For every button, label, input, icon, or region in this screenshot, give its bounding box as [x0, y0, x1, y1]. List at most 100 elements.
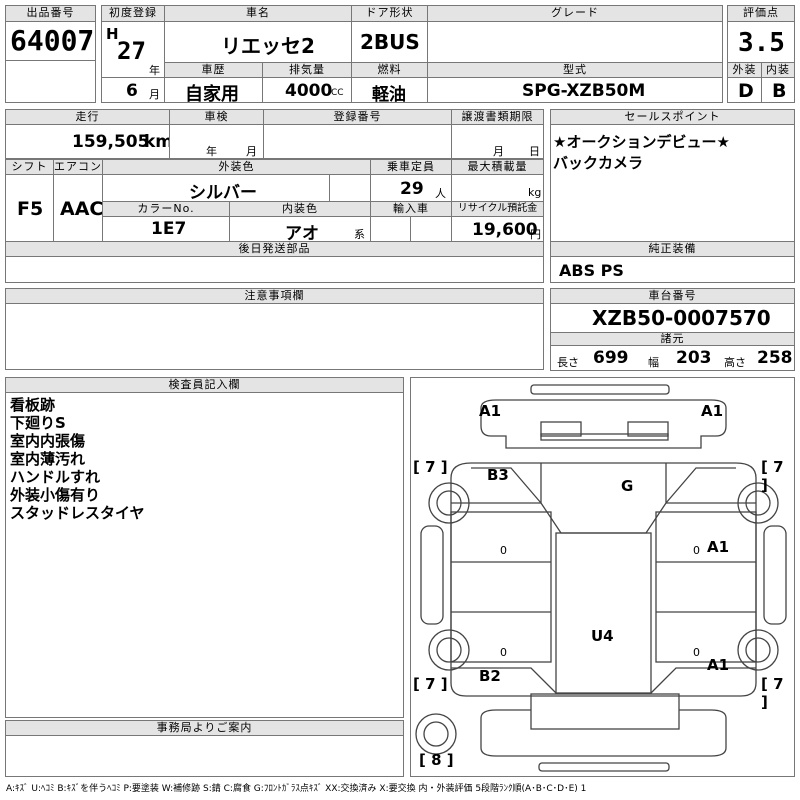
transfer-cell: 月 日 — [451, 124, 544, 159]
inspector-line: 外装小傷有り — [10, 486, 101, 504]
damage-mark: 0 — [500, 544, 507, 557]
max-load-unit: kg — [528, 186, 542, 199]
shift: F5 — [17, 198, 44, 220]
tire-tread-rear-right: [ 7 ] — [761, 675, 784, 711]
import-cell-a — [370, 216, 411, 242]
car-name-cell: リエッセ2 — [164, 21, 352, 63]
notes-header: 注意事項欄 — [5, 288, 544, 304]
int-color: アオ — [285, 224, 319, 242]
chassis-no: XZB50-0007570 — [592, 306, 771, 330]
damage-mark: U4 — [591, 627, 614, 645]
door: 2BUS — [360, 30, 420, 54]
grade-cell — [427, 21, 723, 63]
capacity: 29 — [400, 179, 424, 199]
reg-year: 27 — [117, 37, 146, 65]
bus-outline-icon — [415, 384, 787, 772]
damage-mark: A1 — [701, 402, 724, 420]
score: 3.5 — [738, 28, 785, 58]
length: 699 — [593, 348, 629, 368]
damage-mark: A1 — [707, 656, 730, 674]
inspector-line: 室内薄汚れ — [10, 450, 86, 468]
history: 自家用 — [185, 84, 239, 103]
damage-mark: 0 — [693, 544, 700, 557]
history-header: 車歴 — [164, 62, 263, 78]
inspector-cell: 看板跡 下廻りS 室内内張傷 室内薄汚れ ハンドルすれ 外装小傷有り スタッドレ… — [5, 392, 404, 718]
damage-mark: B3 — [487, 466, 509, 484]
lot-no-blank — [5, 60, 96, 103]
door-header: ドア形状 — [351, 5, 428, 22]
interior-grade: B — [772, 80, 787, 102]
ac-header: エアコン — [53, 159, 103, 175]
displacement-cell: 4000 CC — [262, 77, 352, 103]
color-no: 1E7 — [151, 219, 187, 239]
tire-tread-rear-left: [ 7 ] — [413, 675, 448, 693]
ac-cell: AAC — [53, 174, 103, 242]
ext-color-extra — [329, 174, 371, 202]
recycle-header: リサイクル預託金 — [451, 201, 544, 217]
import-header: 輸入車 — [370, 201, 452, 217]
inspector-line: 室内内張傷 — [10, 432, 86, 450]
tire-tread-front-right: [ 7 ] — [761, 458, 784, 494]
parts-header: 後日発送部品 — [5, 241, 544, 257]
mileage-cell: 159,505 km — [5, 124, 170, 159]
inspection-cell: 年 月 — [169, 124, 264, 159]
inspector-header: 検査員記入欄 — [5, 377, 404, 393]
door-cell: 2BUS — [351, 21, 428, 63]
mileage: 159,505 — [72, 132, 150, 152]
reg-month: 6 — [126, 81, 138, 101]
office-cell — [5, 735, 404, 777]
interior-header: 内装 — [761, 62, 795, 78]
damage-mark: 0 — [693, 646, 700, 659]
height: 258 — [757, 348, 793, 368]
inspector-line: 下廻りS — [10, 414, 66, 432]
color-no-header: カラーNo. — [102, 201, 230, 217]
ext-color: シルバー — [189, 183, 257, 202]
max-load-header: 最大積載量 — [451, 159, 544, 175]
capacity-unit: 人 — [435, 187, 446, 200]
first-reg-cell: H 27 年 — [101, 21, 165, 78]
exterior-grade: D — [738, 80, 754, 102]
vehicle-diagram: A1 A1 B3 G A1 U4 A1 B2 0 0 0 0 [ 7 ] [ 7… — [410, 377, 795, 777]
int-color-cell: アオ 系 — [229, 216, 371, 242]
first-reg-header: 初度登録 — [101, 5, 165, 22]
tire-tread-front-left: [ 7 ] — [413, 458, 448, 476]
sales-header: セールスポイント — [550, 109, 795, 125]
equipment-header: 純正装備 — [550, 241, 795, 257]
spare-tire-tread: [ 8 ] — [419, 751, 454, 769]
equipment-cell: ABS PS — [550, 256, 795, 283]
damage-mark: 0 — [500, 646, 507, 659]
lot-no-cell: 64007 — [5, 21, 96, 61]
transfer-day-unit: 日 — [529, 145, 540, 158]
inspector-line: 看板跡 — [10, 396, 56, 414]
exterior-cell: D — [727, 77, 762, 103]
equipment: ABS PS — [559, 261, 624, 280]
height-label: 高さ — [724, 356, 746, 369]
notes-cell — [5, 303, 544, 370]
displacement-header: 排気量 — [262, 62, 352, 78]
car-name-header: 車名 — [164, 5, 352, 22]
score-cell: 3.5 — [727, 21, 795, 63]
model-cell: SPG-XZB50M — [427, 77, 723, 103]
sales-line: ★オークションデビュー★ — [553, 133, 730, 151]
shift-header: シフト — [5, 159, 54, 175]
fuel-cell: 軽油 — [351, 77, 428, 103]
exterior-header: 外装 — [727, 62, 762, 78]
history-cell: 自家用 — [164, 77, 263, 103]
regno-header: 登録番号 — [263, 109, 452, 125]
era: H — [106, 25, 119, 43]
damage-mark: G — [621, 477, 634, 495]
inspector-line: スタッドレスタイヤ — [10, 504, 145, 522]
capacity-cell: 29 人 — [370, 174, 452, 202]
displacement: 4000 — [285, 81, 333, 101]
first-reg-month: 6 月 — [101, 77, 165, 103]
transfer-month-unit: 月 — [493, 145, 504, 158]
lot-no: 64007 — [10, 24, 95, 57]
ext-color-cell: シルバー — [102, 174, 330, 202]
ac: AAC — [60, 198, 103, 220]
recycle: 19,600 — [472, 220, 538, 240]
displacement-unit: CC — [331, 88, 344, 98]
parts-cell — [5, 256, 544, 283]
chassis-cell: XZB50-0007570 — [550, 303, 795, 333]
score-header: 評価点 — [727, 5, 795, 22]
shift-cell: F5 — [5, 174, 54, 242]
